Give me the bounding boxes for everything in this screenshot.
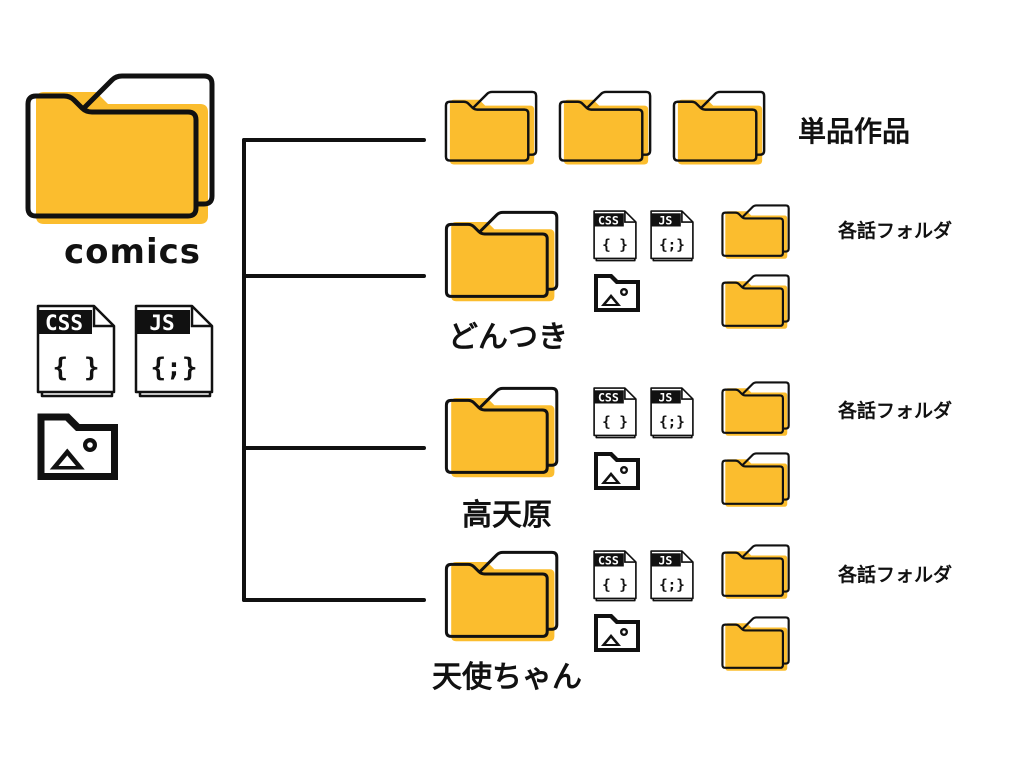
episode-folders-label: 各話フォルダ <box>838 220 953 242</box>
root-folder-label: comics <box>64 232 201 272</box>
file-type-tag: CSS <box>598 390 619 404</box>
file-type-tag: CSS <box>598 553 619 567</box>
folder-icon[interactable] <box>721 452 790 507</box>
episode-folders-label: 各話フォルダ <box>838 564 953 586</box>
folder-icon[interactable] <box>721 274 790 329</box>
episode-folders-label: 各話フォルダ <box>838 400 953 422</box>
folder-icon[interactable] <box>672 90 766 165</box>
image-file-icon[interactable] <box>594 452 640 490</box>
css-file-icon[interactable]: CSS { } <box>593 210 637 262</box>
folder-icon[interactable] <box>721 204 790 259</box>
image-file-icon[interactable] <box>37 413 119 481</box>
folder-icon[interactable] <box>721 381 790 436</box>
series-folder-label: 高天原 <box>462 498 552 533</box>
code-braces: { } <box>602 578 628 594</box>
code-braces: {;} <box>659 238 685 254</box>
file-type-tag: JS <box>658 390 672 404</box>
single-works-label: 単品作品 <box>798 115 911 148</box>
css-file-icon[interactable]: CSS { } <box>593 550 637 602</box>
js-file-icon[interactable]: JS {;} <box>134 304 214 398</box>
code-braces: {;} <box>659 578 685 594</box>
image-file-icon[interactable] <box>594 614 640 652</box>
file-type-tag: CSS <box>598 213 619 227</box>
image-file-icon[interactable] <box>594 274 640 312</box>
folder-icon[interactable] <box>444 90 538 165</box>
code-braces: {;} <box>659 415 685 431</box>
code-braces: {;} <box>151 353 198 383</box>
series-folder-label: 天使ちゃん <box>432 660 582 695</box>
folder-icon[interactable] <box>444 210 559 302</box>
file-type-tag: JS <box>658 553 672 567</box>
tree-connectors <box>242 138 426 602</box>
series-folder-label: どんつき <box>448 320 568 355</box>
css-file-icon[interactable]: CSS { } <box>593 387 637 439</box>
file-type-tag: JS <box>658 213 672 227</box>
folder-icon[interactable] <box>558 90 652 165</box>
css-file-icon[interactable]: CSS { } <box>36 304 116 398</box>
file-type-tag: JS <box>149 311 174 335</box>
code-braces: { } <box>602 238 628 254</box>
js-file-icon[interactable]: JS {;} <box>650 210 694 262</box>
js-file-icon[interactable]: JS {;} <box>650 550 694 602</box>
js-file-icon[interactable]: JS {;} <box>650 387 694 439</box>
code-braces: { } <box>602 415 628 431</box>
folder-icon[interactable] <box>25 73 215 224</box>
folder-icon[interactable] <box>444 386 559 478</box>
file-type-tag: CSS <box>45 311 83 335</box>
folder-icon[interactable] <box>444 550 559 642</box>
folder-icon[interactable] <box>721 616 790 671</box>
folder-icon[interactable] <box>721 544 790 599</box>
code-braces: { } <box>53 353 100 383</box>
